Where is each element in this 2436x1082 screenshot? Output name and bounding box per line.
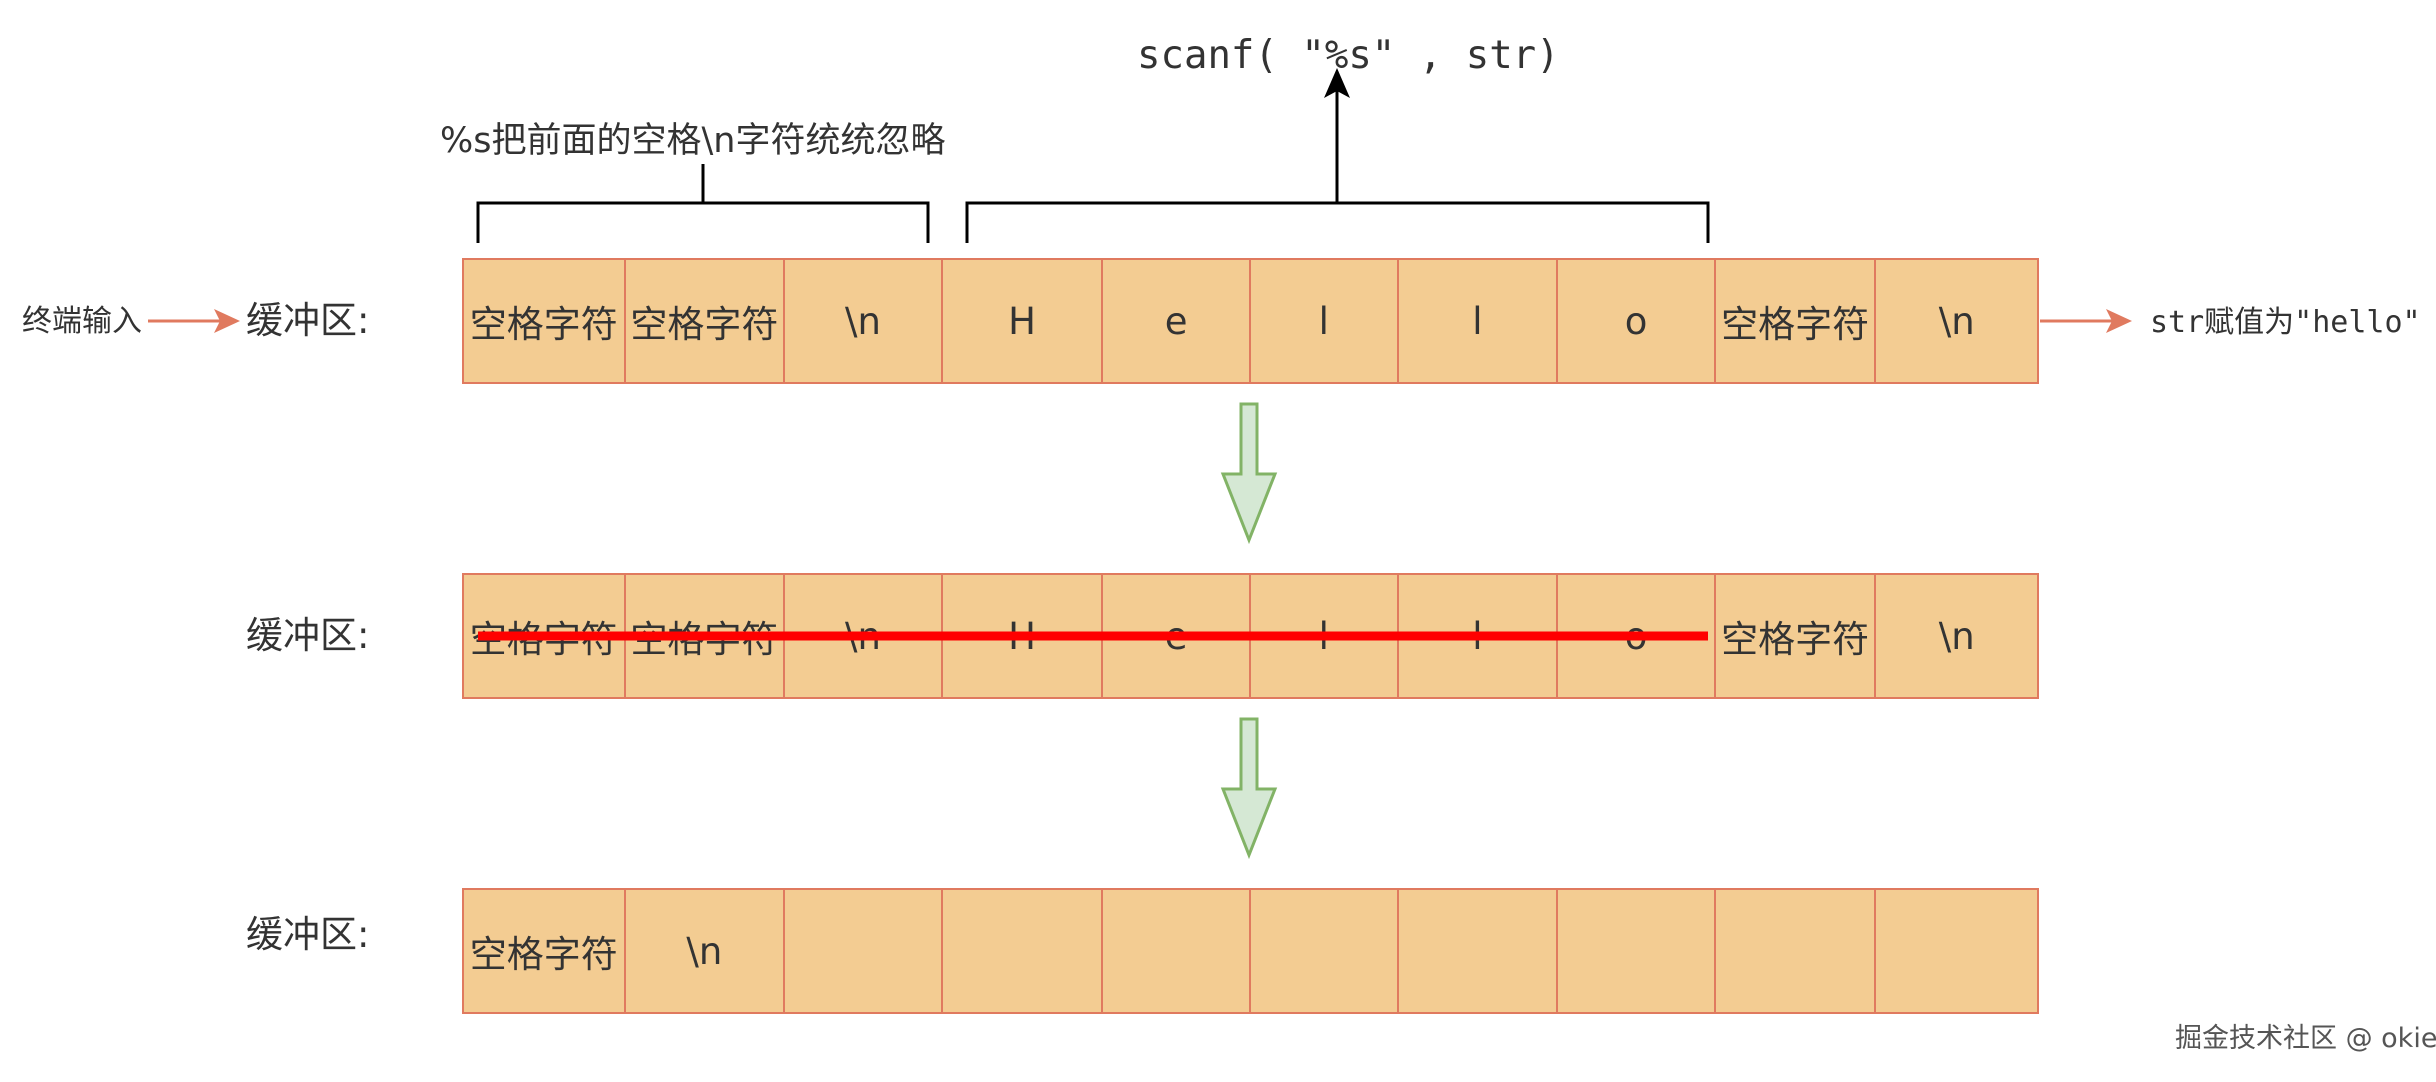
buffer-cell: 空格字符 [626, 260, 786, 382]
buffer-cell [943, 890, 1104, 1012]
buffer-label-3: 缓冲区: [246, 913, 370, 956]
buffer-cell: e [1103, 575, 1251, 697]
ignore-note: %s把前面的空格\n字符统统忽略 [440, 121, 946, 161]
buffer-cell: \n [626, 890, 786, 1012]
buffer-cell: l [1251, 575, 1399, 697]
buffer-cell [1716, 890, 1877, 1012]
result-label: str赋值为"hello" [2150, 305, 2421, 340]
buffer-cell: 空格字符 [464, 890, 626, 1012]
buffer-cell: 空格字符 [464, 575, 626, 697]
buffer-cell: l [1251, 260, 1399, 382]
buffer-cell: e [1103, 260, 1251, 382]
buffer-cell: H [943, 260, 1104, 382]
buffer-cell: 空格字符 [1716, 260, 1877, 382]
watermark: 掘金技术社区 @ okie [2175, 1023, 2436, 1054]
buffer-cell [1876, 890, 2037, 1012]
left-bracket [476, 164, 930, 243]
output-arrow [2040, 309, 2132, 333]
buffer-row-3: 空格字符\n [462, 888, 2039, 1014]
buffer-cell: o [1558, 575, 1716, 697]
buffer-cell [1103, 890, 1251, 1012]
flow-arrow-2 [1220, 717, 1278, 860]
buffer-cell: \n [785, 575, 943, 697]
right-bracket [965, 201, 1710, 243]
buffer-cell [785, 890, 943, 1012]
buffer-cell: 空格字符 [1716, 575, 1877, 697]
buffer-cell: l [1399, 575, 1559, 697]
up-arrow-to-scanf [1324, 68, 1350, 203]
flow-arrow-1 [1220, 402, 1278, 545]
buffer-cell: 空格字符 [626, 575, 786, 697]
buffer-cell: \n [1938, 614, 1975, 658]
buffer-label-1: 缓冲区: [246, 299, 370, 342]
input-label: 终端输入 [22, 304, 142, 339]
buffer-cell: H [943, 575, 1104, 697]
scanf-code: scanf( "%s" , str) [1137, 33, 1560, 78]
buffer-cell [1399, 890, 1559, 1012]
buffer-cell: 空格字符 [464, 260, 626, 382]
buffer-cell [1251, 890, 1399, 1012]
buffer-cell: \n [1938, 299, 1975, 343]
input-arrow [148, 309, 240, 333]
buffer-cell [1558, 890, 1716, 1012]
buffer-cell: \n [785, 260, 943, 382]
buffer-cell: l [1399, 260, 1559, 382]
buffer-label-2: 缓冲区: [246, 614, 370, 657]
buffer-cell: o [1558, 260, 1716, 382]
